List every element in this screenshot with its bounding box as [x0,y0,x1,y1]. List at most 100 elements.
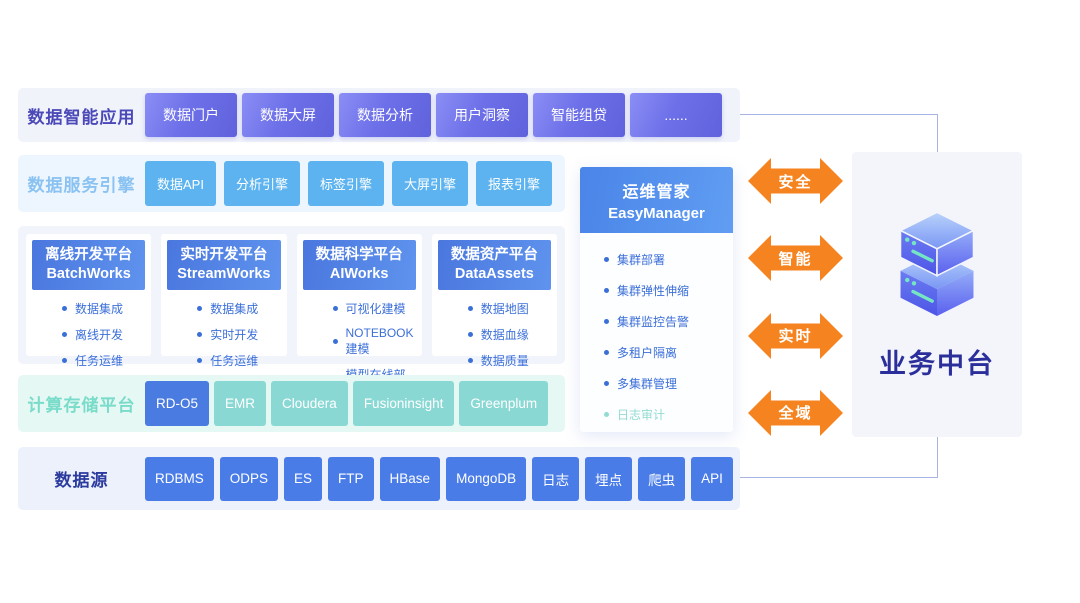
feature-label: 离线开发 [75,327,124,342]
source-chip[interactable]: RDBMS [145,456,214,501]
feature-item: 日志审计 [604,406,733,423]
source-chip[interactable]: ES [284,456,323,501]
double-arrow-shape [748,389,843,436]
bullet-dot-icon [332,305,338,311]
feature-item: 离线开发 [62,326,145,343]
bullet-dot-icon [62,331,67,337]
capability-arrows: 安全 智能 实时 全域 [748,158,843,436]
feature-item: 数据质量 [467,352,551,369]
bullet-dot-icon [197,331,203,337]
bullet-dot-icon [62,357,67,363]
double-arrow-icon: 全域 [748,389,843,436]
app-chip[interactable]: 数据分析 [339,93,431,137]
source-chip[interactable]: FTP [328,456,374,501]
feature-item: 集群监控告警 [604,313,733,330]
engine-chip[interactable]: 报表引擎 [476,161,553,206]
feature-label: 集群监控告警 [617,315,690,329]
connector-line-bottom [733,437,938,478]
feature-label: 多集群管理 [617,377,678,391]
double-arrow-shape [748,158,843,204]
source-chip[interactable]: API [691,456,733,501]
source-chip[interactable]: ODPS [219,456,279,501]
source-chip[interactable]: 日志 [532,456,580,501]
business-platform-title: 业务中台 [879,349,995,379]
arrow-label: 智能 [778,250,813,268]
feature-label: 集群弹性伸缩 [617,284,690,298]
feature-item: 任务运维 [197,352,280,369]
source-chip[interactable]: 爬虫 [638,456,686,501]
card-batchworks-header: 离线开发平台 BatchWorks [32,240,146,290]
feature-item: 数据集成 [197,300,280,317]
storage-chip[interactable]: EMR [214,381,267,426]
app-chip[interactable]: 数据大屏 [242,93,334,137]
feature-label: 数据地图 [480,301,529,316]
feature-label: 日志审计 [617,408,666,422]
engine-chip[interactable]: 分析引擎 [223,161,300,206]
double-arrow-shape [748,235,843,282]
row-label-engines: 数据服务引擎 [27,176,136,195]
source-chip[interactable]: MongoDB [446,456,527,501]
app-chip[interactable]: 智能组贷 [533,93,625,137]
feature-label: 数据集成 [210,301,259,316]
storage-chip[interactable]: Fusioninsight [352,381,455,426]
bullet-dot-icon [62,305,67,311]
card-title-en: StreamWorks [177,265,271,282]
feature-item: 集群弹性伸缩 [604,282,733,299]
arrow-label: 全域 [778,405,813,423]
arrow-label: 实时 [778,328,813,346]
feature-label: 数据质量 [480,353,529,368]
engine-chip[interactable]: 数据API [145,161,216,206]
easymanager-title-en: EasyManager [608,205,705,222]
engine-chip[interactable]: 标签引擎 [307,161,384,206]
source-chip[interactable]: 埋点 [585,456,633,501]
bullet-dot-icon [467,305,473,311]
card-dataassets-header: 数据资产平台 DataAssets [437,240,551,290]
engine-chip[interactable]: 大屏引擎 [392,161,469,206]
source-chip[interactable]: HBase [379,456,441,501]
feature-item: 集群部署 [604,251,733,268]
double-arrow-icon: 实时 [748,312,843,359]
card-aiworks-features: 可视化建模NOTEBOOK建模模型在线部署 [303,300,416,409]
bullet-dot-icon [604,412,609,417]
card-title-en: DataAssets [454,265,534,282]
card-batchworks: 离线开发平台 BatchWorks 数据集成离线开发任务运维 [26,234,152,368]
storage-chip[interactable]: Cloudera [271,381,348,426]
feature-label: NOTEBOOK建模 [345,325,414,356]
bullet-dot-icon [604,257,609,262]
card-title-en: AIWorks [329,265,389,282]
feature-label: 数据血缘 [480,327,529,342]
card-title-zh: 离线开发平台 [45,247,133,263]
feature-item: 多集群管理 [604,375,733,392]
apps-chip-list: 数据门户数据大屏数据分析用户洞察智能组贷...... [145,93,722,137]
storage-chip[interactable]: Greenplum [459,381,549,426]
double-arrow-icon: 智能 [748,235,843,282]
app-chip[interactable]: ...... [630,93,722,137]
bullet-dot-icon [604,288,609,293]
feature-item: 数据血缘 [467,326,551,343]
feature-item: 数据地图 [467,300,551,317]
bullet-dot-icon [604,350,609,355]
feature-label: 任务运维 [75,353,124,368]
feature-label: 实时开发 [210,327,259,342]
card-title-zh: 实时开发平台 [180,247,268,263]
easymanager-title-zh: 运维管家 [622,184,691,201]
feature-item: 可视化建模 [332,300,416,317]
double-arrow-shape [748,312,843,359]
easymanager-panel: 运维管家 EasyManager 集群部署集群弹性伸缩集群监控告警多租户隔离多集… [580,167,733,432]
app-chip[interactable]: 数据门户 [145,93,237,137]
bullet-dot-icon [332,338,338,344]
card-title-zh: 数据科学平台 [315,247,403,263]
feature-item: 数据集成 [62,300,145,317]
storage-chip[interactable]: RD-O5 [145,381,210,426]
bullet-dot-icon [467,331,473,337]
business-platform-card: 业务中台 [852,152,1022,437]
row-label-sources: 数据源 [54,471,109,490]
bullet-dot-icon [604,319,609,324]
easymanager-features: 集群部署集群弹性伸缩集群监控告警多租户隔离多集群管理日志审计 [580,251,733,423]
app-chip[interactable]: 用户洞察 [436,93,528,137]
